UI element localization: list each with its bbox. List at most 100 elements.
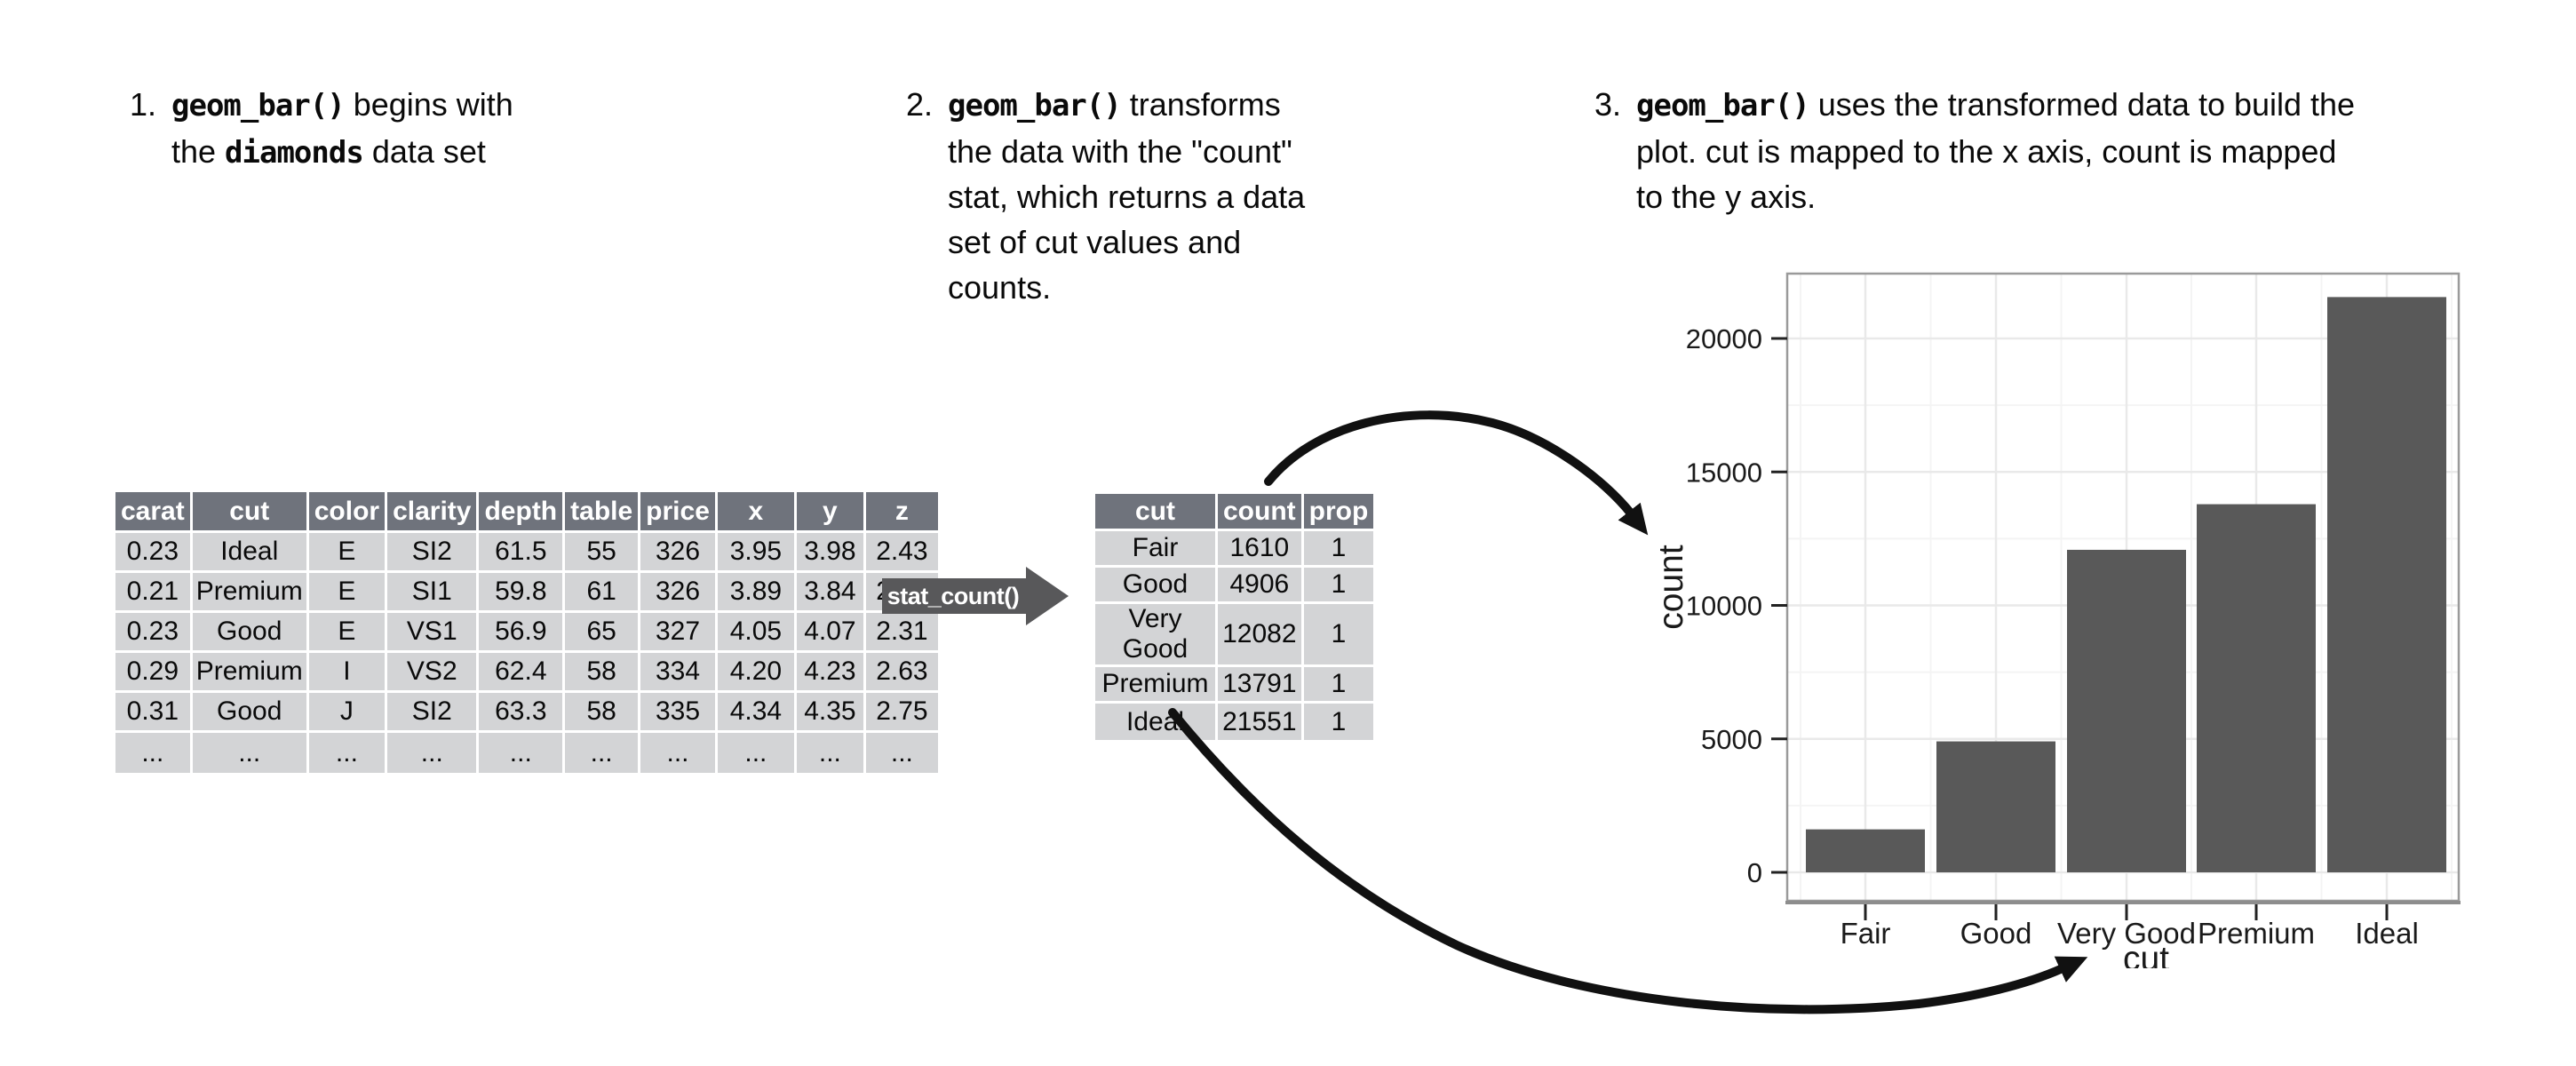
table-cell: ... [308,733,388,773]
table-cell: 0.31 [115,693,193,733]
step-line: 2.geom_bar() transforms [906,82,1403,129]
column-header: prop [1303,494,1374,531]
table-cell: 58 [565,693,641,733]
y-tick-label: 0 [1747,857,1762,888]
table-cell: 327 [640,613,718,653]
bar [2197,504,2316,872]
table-cell: E [308,613,388,653]
table-cell: 4.05 [717,613,797,653]
step-line: set of cut values and [906,219,1403,265]
step-line: counts. [906,265,1403,310]
table-cell: E [308,573,388,613]
table-cell: VS2 [387,653,480,693]
x-tick-label: Ideal [2355,917,2419,950]
step-text: stat, which returns a data [948,179,1306,215]
table-cell: 59.8 [479,573,566,613]
column-header: depth [479,492,566,533]
x-axis-title: cut [2123,940,2169,968]
x-tick-label: Good [1960,917,2032,950]
table-cell: ... [640,733,718,773]
table-cell: 4.07 [796,613,866,653]
table-cell: VS1 [387,613,480,653]
bar [2327,297,2446,872]
table-cell: 4906 [1218,568,1304,604]
column-header: y [796,492,866,533]
table-cell: 3.98 [796,533,866,573]
code-token: geom_bar() [1636,88,1810,123]
table-cell: 1610 [1218,531,1304,568]
table-cell: 2.31 [865,613,938,653]
table-cell: 0.29 [115,653,193,693]
step-text: the data with the "count" [948,133,1292,170]
table-cell: SI2 [387,533,480,573]
y-tick-label: 5000 [1701,724,1762,755]
code-token: geom_bar() [948,88,1122,123]
table-cell: 2.43 [865,533,938,573]
table-cell: 55 [565,533,641,573]
step-text: set of cut values and [948,224,1242,260]
step-text: the [171,133,226,170]
table-cell: ... [387,733,480,773]
table-cell: 0.23 [115,613,193,653]
table-cell: 2.75 [865,693,938,733]
table-cell: Good [192,613,309,653]
table-cell: Good [192,693,309,733]
table-cell: ... [115,733,193,773]
column-header: cut [1095,494,1218,531]
table-cell: SI1 [387,573,480,613]
step-2-text: 2.geom_bar() transforms the data with the… [906,82,1403,310]
table-cell: 2.63 [865,653,938,693]
step-text: uses the transformed data to build the [1809,86,2356,123]
table-cell: 0.21 [115,573,193,613]
table-cell: 61 [565,573,641,613]
step-line: 1. geom_bar() begins with [130,82,627,129]
table-cell: 326 [640,573,718,613]
table-cell: 4.20 [717,653,797,693]
step-text: transforms [1120,86,1281,123]
table-cell: ... [565,733,641,773]
table-cell: I [308,653,388,693]
y-tick-label: 10000 [1686,591,1762,622]
y-axis-title: count [1652,545,1690,630]
bar [1936,741,2055,872]
table-row: .............................. [115,733,938,773]
table-cell: Fair [1095,531,1218,568]
step-text: data set [362,133,486,170]
x-tick-label: Very Good [2057,917,2196,950]
x-tick-label: Premium [2198,917,2315,950]
table-cell: ... [717,733,797,773]
table-cell: 1 [1303,704,1374,740]
code-token: diamonds [225,135,364,171]
table-cell: 334 [640,653,718,693]
table-cell: 61.5 [479,533,566,573]
table-cell: Premium [1095,667,1218,704]
table-cell: Premium [192,653,309,693]
table-cell: 65 [565,613,641,653]
column-header: cut [192,492,309,533]
step-line: to the y axis. [1594,174,2536,219]
table-cell: 62.4 [479,653,566,693]
step-text: begins with [344,86,513,123]
table-cell: Good [1095,568,1218,604]
bar [1806,829,1925,872]
code-token: geom_bar() [171,88,346,123]
step-text: plot. cut is mapped to the x axis, count… [1636,133,2337,170]
column-header: x [717,492,797,533]
step-line: the diamonds data set [130,129,627,176]
y-tick-label: 15000 [1686,457,1762,488]
table-cell: Premium [192,573,309,613]
table-cell: 335 [640,693,718,733]
table-cell: 1 [1303,531,1374,568]
step-3-text: 3.geom_bar() uses the transformed data t… [1594,82,2536,219]
step-number: 1. [130,86,157,123]
column-header: clarity [387,492,480,533]
table-cell: 58 [565,653,641,693]
